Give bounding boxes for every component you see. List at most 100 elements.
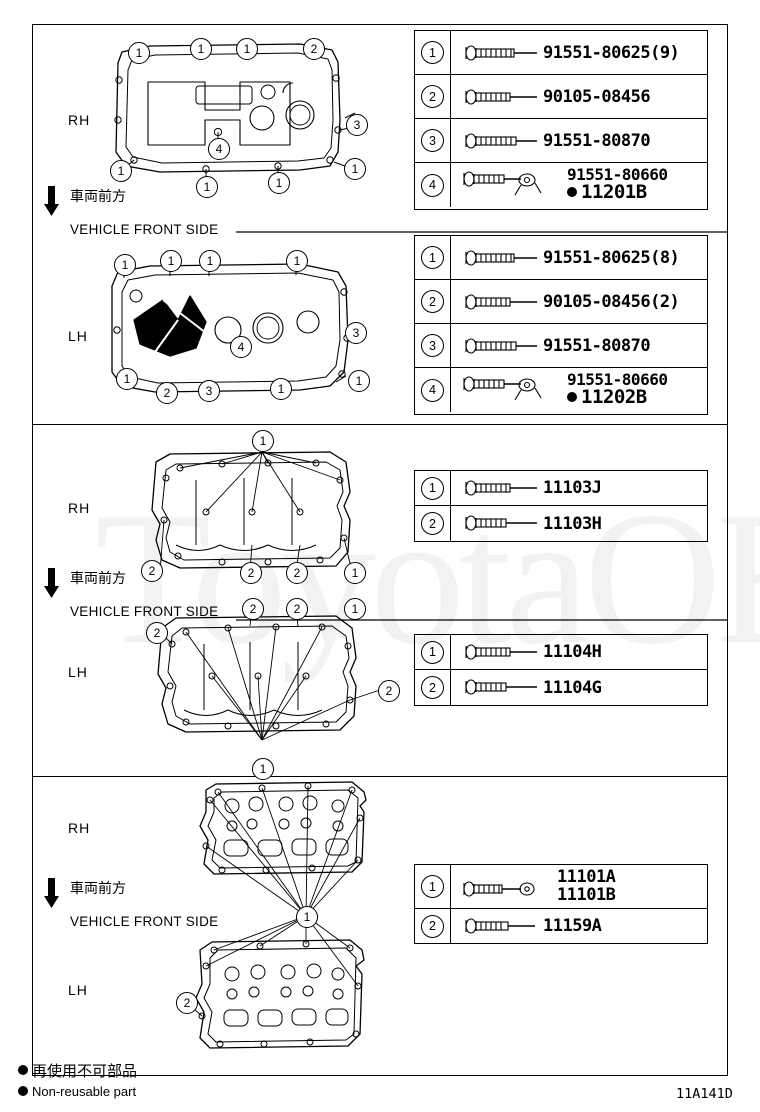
part-number-alt: 11101B (557, 884, 616, 905)
part-number-group: 91551-80660 11202B (567, 371, 668, 409)
callout-1: 1 (114, 254, 136, 276)
table-row[interactable]: 3 91551-80870 (415, 119, 707, 163)
row-number-cell: 3 (415, 324, 451, 367)
rh-cylinder-head-drawing (151, 451, 353, 573)
callout-2: 2 (240, 562, 262, 584)
callout-number: 2 (421, 85, 444, 108)
table-row[interactable]: 2 11104G (415, 670, 707, 705)
table-row[interactable]: 2 11103H (415, 506, 707, 541)
callout-number: 1 (421, 476, 444, 500)
table-row[interactable]: 4 91551-80660 11202B (415, 368, 707, 412)
front-side-arrow-2 (44, 568, 59, 598)
front-side-label-en-3: VEHICLE FRONT SIDE (70, 914, 219, 929)
callout-2: 2 (141, 560, 163, 582)
part-number-nonreusable: 11202B (567, 387, 667, 408)
callout-number: 2 (421, 512, 444, 535)
lh-parts-table-2: 1 11104H 2 11104G (414, 634, 708, 706)
row-body: 91551-80870 (451, 119, 707, 162)
table-row[interactable]: 1 11101A 11101B (415, 865, 707, 909)
part-number: 11159A (543, 916, 602, 936)
callout-2: 2 (286, 562, 308, 584)
part-number-group: 11101A 11101B (557, 866, 616, 905)
row-number-cell: 2 (415, 280, 451, 323)
front-side-label-en-2: VEHICLE FRONT SIDE (70, 604, 219, 619)
rh-head-cover-drawing (114, 43, 356, 180)
row-body: 11103H (451, 506, 707, 541)
callout-1: 1 (199, 250, 221, 272)
callout-1: 1 (190, 38, 212, 60)
row-body: 11103J (451, 471, 707, 505)
row-number-cell: 1 (415, 471, 451, 505)
bolt-icon (457, 236, 543, 279)
bolt-with-washer-icon (457, 163, 567, 207)
callout-1: 1 (116, 368, 138, 390)
callout-1: 1 (160, 250, 182, 272)
callout-3: 3 (346, 114, 368, 136)
row-number-cell: 3 (415, 119, 451, 162)
rh-parts-table-2: 1 11103J 2 11103H (414, 470, 708, 542)
callout-2: 2 (286, 598, 308, 620)
callout-number: 2 (421, 290, 444, 313)
nonreusable-dot-icon (567, 392, 577, 403)
callout-1: 1 (252, 758, 274, 780)
table-row[interactable]: 2 11159A (415, 909, 707, 943)
rh-cylinder-head-gasket-drawing (199, 781, 367, 917)
callout-1: 1 (196, 176, 218, 198)
side-label-lh-3: LH (68, 982, 88, 998)
bolt-icon (457, 324, 543, 367)
row-body: 90105-08456(2) (451, 280, 707, 323)
row-body: 91551-80625(9) (451, 31, 707, 74)
callout-number: 4 (421, 173, 444, 197)
row-number-cell: 2 (415, 670, 451, 705)
row-body: 91551-80870 (451, 324, 707, 367)
table-row[interactable]: 1 91551-80625(8) (415, 236, 707, 280)
footnote-nonreusable-en: Non-reusable part (18, 1084, 136, 1099)
side-label-rh: RH (68, 112, 91, 128)
callout-1: 1 (296, 906, 318, 928)
callout-1: 1 (344, 598, 366, 620)
callout-1: 1 (270, 378, 292, 400)
table-row[interactable]: 2 90105-08456 (415, 75, 707, 119)
part-number: 91551-80660 (567, 164, 668, 184)
part-number: 90105-08456(2) (543, 291, 680, 312)
table-row[interactable]: 1 11104H (415, 635, 707, 670)
front-side-arrow-3 (44, 878, 59, 908)
front-side-arrow-1 (44, 186, 59, 216)
row-body: 11159A (451, 909, 707, 943)
callout-2: 2 (146, 622, 168, 644)
row-body: 11104G (451, 670, 707, 705)
callout-number: 1 (421, 41, 444, 64)
callout-number: 4 (421, 378, 444, 402)
row-body: 91551-80660 11201B (451, 163, 707, 207)
callout-1: 1 (344, 562, 366, 584)
table-row[interactable]: 1 91551-80625(9) (415, 31, 707, 75)
bolt-with-washer-icon (457, 368, 567, 412)
callout-1: 1 (344, 158, 366, 180)
table-row[interactable]: 1 11103J (415, 471, 707, 506)
part-number: 11101A (557, 866, 616, 887)
lh-parts-table-1: 1 91551-80625(8) 2 90105-08456(2) 3 (414, 235, 708, 415)
bolt-icon (457, 75, 543, 118)
page-frame (32, 24, 728, 1076)
table-row[interactable]: 4 91551-80660 11201B (415, 163, 707, 207)
callout-1: 1 (128, 42, 150, 64)
lh-head-cover-drawing (111, 261, 356, 398)
table-row[interactable]: 3 91551-80870 (415, 324, 707, 368)
front-side-label-jp-3: 車両前方 (70, 881, 126, 897)
row-number-cell: 1 (415, 635, 451, 669)
callout-2: 2 (156, 382, 178, 404)
callout-3: 3 (345, 322, 367, 344)
row-number-cell: 4 (415, 163, 451, 207)
table-row[interactable]: 2 90105-08456(2) (415, 280, 707, 324)
footnote-nonreusable-jp: 再使用不可部品 (18, 1060, 137, 1081)
callout-number: 2 (421, 914, 444, 938)
front-side-label-en-1: VEHICLE FRONT SIDE (70, 222, 219, 237)
part-number: 91551-80870 (543, 335, 651, 356)
row-number-cell: 1 (415, 31, 451, 74)
bolt-icon (457, 471, 543, 506)
part-number: 90105-08456 (543, 86, 651, 107)
callout-1: 1 (286, 250, 308, 272)
callout-4: 4 (230, 336, 252, 358)
